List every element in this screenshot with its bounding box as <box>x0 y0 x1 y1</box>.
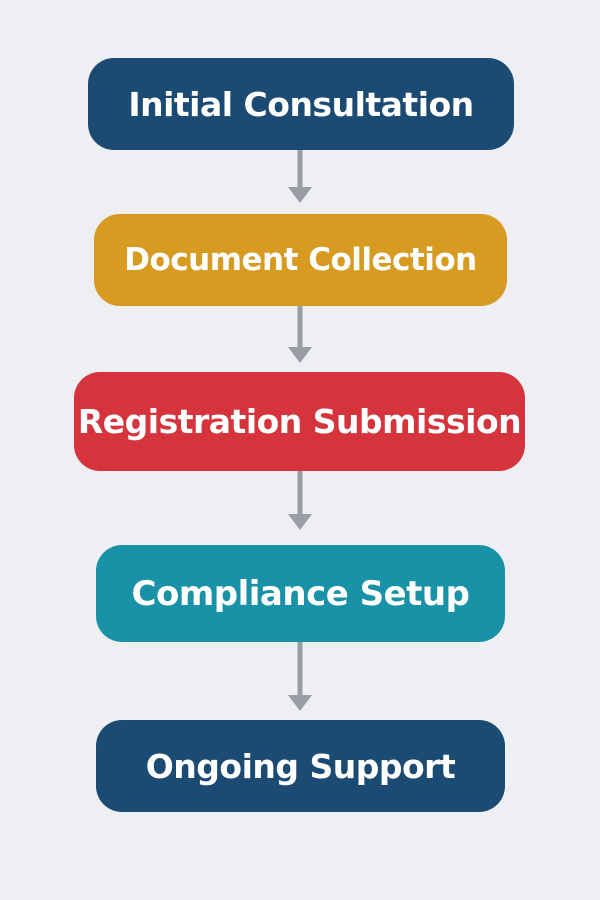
arrow-down-icon <box>287 471 313 531</box>
step-initial-consultation: Initial Consultation <box>88 58 514 150</box>
arrowhead <box>288 187 312 203</box>
step-label: Initial Consultation <box>128 84 474 124</box>
step-registration-submission: Registration Submission <box>74 372 525 471</box>
step-label: Compliance Setup <box>131 573 470 614</box>
step-label: Registration Submission <box>77 402 522 441</box>
step-label: Ongoing Support <box>145 746 456 786</box>
arrowhead <box>288 514 312 530</box>
arrow-down-icon <box>287 150 313 204</box>
arrow-down-icon <box>287 642 313 712</box>
arrowhead <box>288 347 312 363</box>
step-ongoing-support: Ongoing Support <box>96 720 505 812</box>
step-document-collection: Document Collection <box>94 214 507 306</box>
step-compliance-setup: Compliance Setup <box>96 545 505 642</box>
arrowhead <box>288 695 312 711</box>
step-label: Document Collection <box>124 242 477 278</box>
arrow-down-icon <box>287 306 313 364</box>
